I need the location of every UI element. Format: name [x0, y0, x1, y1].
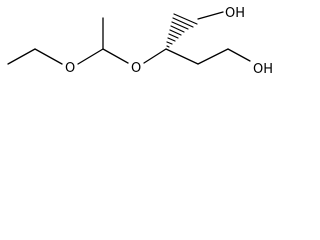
acetal-oxygen-label: O	[131, 61, 141, 76]
hydroxyl-right-label: OH	[253, 62, 273, 77]
bond-acetal-c-o	[102, 48, 129, 64]
bond-ch2-oh-top	[197, 11, 224, 20]
bond-o-stereocenter	[143, 48, 167, 64]
ether-oxygen-label: O	[65, 61, 75, 76]
hashed-wedge-bond	[166, 13, 198, 48]
bond-ethyl-ch3-ch2	[7, 48, 36, 65]
bond-lines	[7, 11, 251, 65]
bond-ethyl-ch2-o	[34, 48, 63, 65]
bond-ch2-oh	[227, 48, 251, 62]
bond-stereocenter-ch2	[165, 48, 199, 65]
skeletal-structure: O O OH OH	[7, 6, 273, 77]
bond-ch2-ch2	[197, 48, 229, 65]
hydroxyl-top-label: OH	[225, 6, 245, 21]
bond-o-acetal-c	[77, 48, 104, 65]
